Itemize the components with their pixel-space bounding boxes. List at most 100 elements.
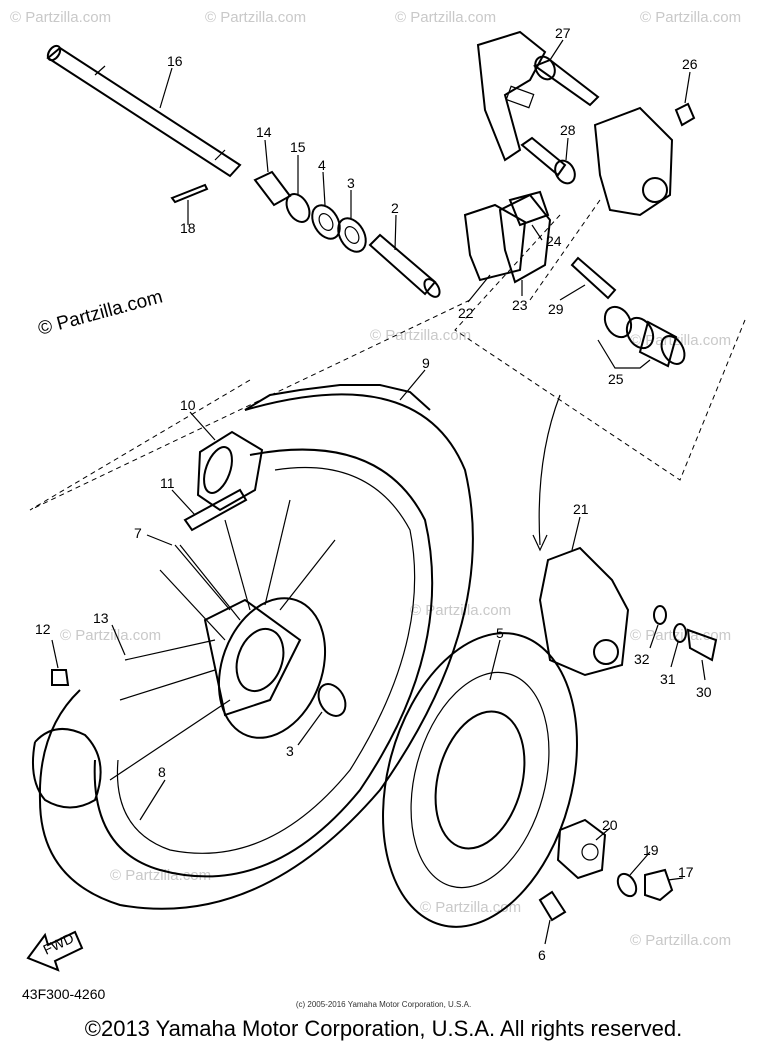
caliper-21-bore [593, 639, 619, 665]
leader-6 [544, 919, 551, 945]
axle-components [253, 170, 441, 298]
watermark: © Partzilla.com [410, 602, 511, 619]
disc-hole-ring [410, 671, 550, 889]
spoke [159, 569, 226, 641]
tube-10 [196, 430, 264, 512]
callout-15: 15 [290, 139, 306, 155]
leader-24 [531, 224, 543, 241]
spoke [224, 519, 251, 611]
meter-gear-hole [581, 843, 599, 861]
bearing-4-inner [318, 213, 334, 231]
assembly-arrow [538, 394, 561, 546]
spoke-13 [124, 639, 216, 661]
leader-2 [394, 214, 397, 251]
spoke [119, 669, 216, 701]
group-lines [29, 199, 746, 511]
leader-11 [171, 489, 196, 516]
disc-center [434, 710, 526, 850]
meter-gear-body [556, 818, 607, 880]
axle-end [46, 44, 62, 62]
seal-25a [603, 305, 633, 339]
hub [203, 597, 347, 739]
leader-13 [111, 624, 126, 656]
leader-16 [159, 67, 173, 109]
bearing-3 [337, 217, 367, 253]
leader-30 [701, 659, 706, 681]
callout-3: 3 [347, 175, 355, 191]
callout-20: 20 [602, 817, 618, 833]
callout-5: 5 [496, 625, 504, 641]
rim-outer [93, 448, 434, 878]
leader-19 [629, 851, 651, 876]
callout-16: 16 [167, 53, 183, 69]
caliper-21 [538, 546, 718, 677]
pad-pin-line [529, 199, 601, 301]
callout-6: 6 [538, 947, 546, 963]
bearing-3-inner [344, 226, 360, 244]
leader-20 [595, 827, 611, 841]
leader-25 [597, 339, 651, 369]
callout-29: 29 [548, 301, 564, 317]
leader-32 [649, 624, 659, 649]
callout-23: 23 [512, 297, 528, 313]
bolt-28 [520, 136, 567, 177]
boot-27 [534, 55, 556, 81]
leader-28 [565, 137, 569, 161]
bearing-4 [311, 204, 341, 240]
tube-section [32, 727, 102, 809]
callout-13: 13 [93, 610, 109, 626]
tube-end [196, 430, 264, 512]
piston-25 [638, 320, 678, 368]
leader-3b [297, 711, 323, 746]
callout-17: 17 [678, 864, 694, 880]
watermark: © Partzilla.com [630, 932, 731, 949]
tire-tread [244, 384, 431, 411]
spoke [264, 499, 291, 606]
caliper-bracket [476, 30, 547, 162]
callout-28: 28 [560, 122, 576, 138]
axle-collar [94, 65, 106, 76]
callouts: 16 14 15 4 3 2 18 27 26 28 24 22 23 29 2… [35, 25, 712, 963]
watermark-main: © Partzilla.com [36, 286, 165, 339]
watermark: © Partzilla.com [60, 627, 161, 644]
leader-12 [51, 639, 59, 669]
bolt-27 [532, 58, 600, 107]
watermark: © Partzilla.com [10, 9, 111, 26]
callout-12: 12 [35, 621, 51, 637]
watermark: © Partzilla.com [640, 9, 741, 26]
disc-outer [382, 632, 578, 928]
axle-thread [214, 149, 226, 161]
callout-26: 26 [682, 56, 698, 72]
washer-31 [673, 623, 687, 643]
leader-4 [322, 171, 326, 206]
leader-5 [489, 639, 501, 681]
spokes [109, 499, 336, 781]
washer-32 [653, 605, 667, 625]
collar [253, 170, 292, 207]
leader-lines [51, 39, 706, 945]
hub-flange-inner [235, 628, 285, 692]
watermark: © Partzilla.com [370, 327, 471, 344]
callout-18: 18 [180, 220, 196, 236]
leader-9 [399, 369, 426, 401]
watermarks: © Partzilla.com © Partzilla.com © Partzi… [10, 9, 741, 949]
watermark: © Partzilla.com [630, 332, 731, 349]
brake-pad-23 [498, 193, 552, 284]
spoke [109, 699, 231, 781]
callout-9: 9 [422, 355, 430, 371]
bolt-30 [686, 628, 718, 662]
fwd-arrow-shape [26, 930, 84, 972]
hub-barrel [203, 598, 302, 717]
meter-gear-unit [556, 818, 607, 880]
caliper-body [593, 106, 674, 217]
brake-disc [382, 632, 578, 928]
callout-24: 24 [546, 233, 562, 249]
forward-arrow: FWD [26, 930, 84, 972]
leader-29 [559, 284, 586, 301]
brake-pads [463, 190, 552, 284]
cotter-pin [170, 183, 209, 204]
callout-2: 2 [391, 200, 399, 216]
leader-7 [146, 534, 173, 546]
axle [46, 44, 242, 178]
seal-25b [625, 316, 655, 350]
